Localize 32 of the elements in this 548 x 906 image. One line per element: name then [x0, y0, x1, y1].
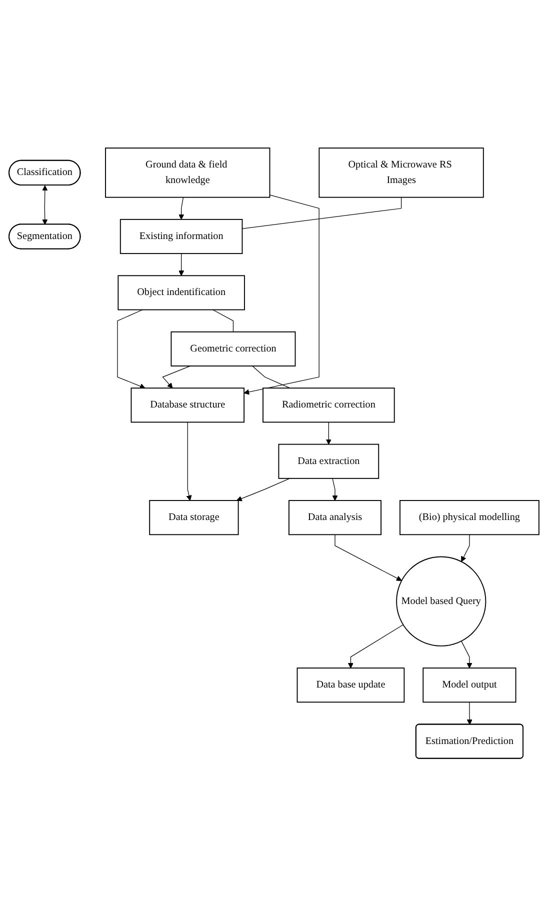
connector [252, 365, 290, 388]
node-circle: Model based Query [396, 556, 486, 646]
arrow [348, 624, 404, 668]
node-box: Geometric correction [170, 331, 296, 366]
arrow [186, 422, 192, 501]
arrow [178, 196, 184, 220]
arrow [178, 253, 184, 276]
arrow [461, 534, 470, 562]
arrow [326, 422, 332, 444]
node-box: Data storage [149, 500, 239, 535]
node-box: Data analysis [288, 500, 382, 535]
node-box: Data base update [296, 667, 405, 702]
arrow [236, 478, 290, 502]
node-box: Existing information [120, 218, 243, 254]
arrow [466, 702, 472, 725]
node-box: Object indentification [118, 274, 245, 310]
arrow [162, 365, 191, 388]
node-box: (Bio) physical modelling [400, 500, 540, 535]
node-box: Optical & Microwave RS Images [318, 147, 484, 198]
arrow [332, 478, 338, 501]
connector [212, 309, 234, 332]
node-box: Radiometric correction [262, 387, 395, 422]
arrow [244, 194, 320, 395]
node-box: Database structure [130, 387, 245, 422]
arrow [42, 185, 48, 225]
arrow [117, 309, 146, 389]
connector [242, 196, 402, 229]
arrow [461, 640, 472, 668]
arrow [334, 534, 402, 581]
node-box: Ground data & field knowledge [105, 147, 270, 198]
node-box: Data extraction [278, 444, 380, 479]
node-box: Model output [422, 667, 516, 702]
